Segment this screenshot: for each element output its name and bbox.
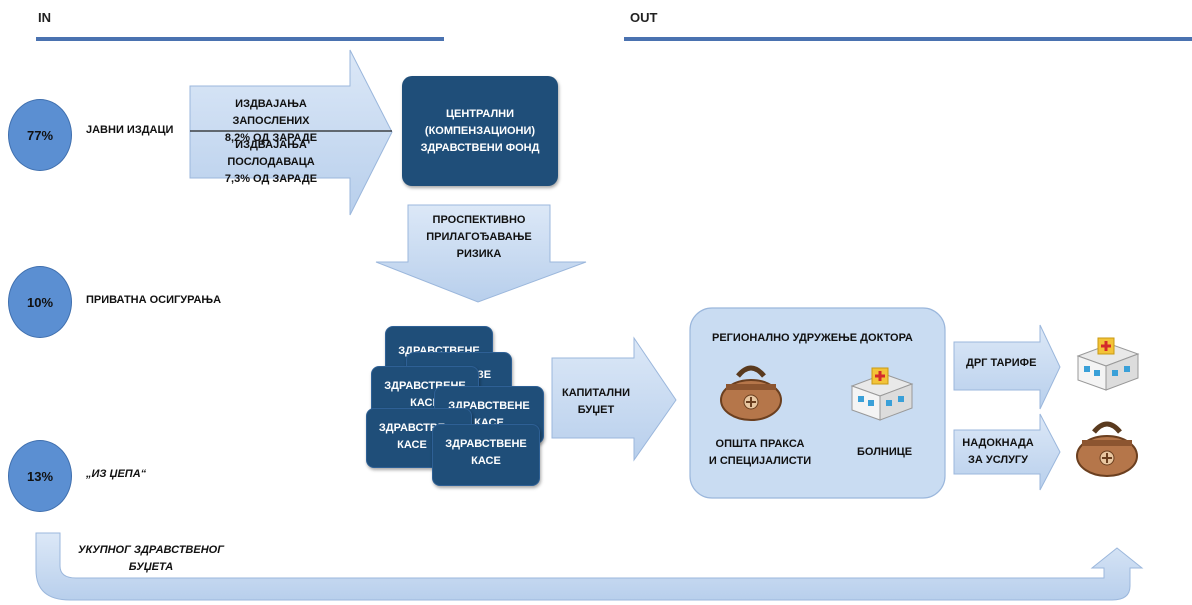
source-percent: 13% bbox=[26, 468, 54, 484]
source-label-private: ПРИВАТНА ОСИГУРАЊА bbox=[86, 294, 222, 306]
total-line1: УКУПНОГ ЗДРАВСТВЕНОГ bbox=[78, 544, 224, 556]
risk-adjustment-label: ПРОСПЕКТИВНО ПРИЛАГОЂАВАЊЕ РИЗИКА bbox=[410, 212, 548, 263]
risk-adjust-line3: РИЗИКА bbox=[456, 248, 502, 260]
health-fund-line2: ЗЕ bbox=[476, 369, 492, 381]
employer-contribution-line1: ИЗДВАЈАЊА ПОСЛОДАВАЦА bbox=[227, 139, 315, 168]
source-circle-pocket: 13% bbox=[8, 440, 72, 512]
regional-title: РЕГИОНАЛНО УДРУЖЕЊЕ ДОКТОРА bbox=[712, 332, 913, 344]
central-fund-box: ЦЕНТРАЛНИ (КОМПЕНЗАЦИОНИ) ЗДРАВСТВЕНИ ФО… bbox=[402, 76, 558, 186]
employee-contribution: ИЗДВАЈАЊА ЗАПОСЛЕНИХ 8,2% ОД ЗАРАДЕ bbox=[196, 96, 346, 147]
health-fund-line1: ЗДРАВСТВЕНЕ bbox=[445, 438, 527, 450]
medical-bag-icon bbox=[1076, 421, 1138, 477]
risk-arrow bbox=[375, 204, 587, 303]
fee-line2: ЗА УСЛУГУ bbox=[967, 454, 1029, 466]
health-fund-line2: КАСЕ bbox=[410, 397, 440, 409]
central-fund-line2: (КОМПЕНЗАЦИОНИ) bbox=[424, 124, 536, 137]
gp-line2: И СПЕЦИЈАЛИСТИ bbox=[708, 455, 812, 467]
drg-arrow bbox=[953, 324, 1061, 410]
capital-budget-label: КАПИТАЛНИ БУЏЕТ bbox=[556, 385, 636, 419]
contribution-arrow bbox=[189, 49, 393, 216]
fee-for-service-label: НАДОКНАДА ЗА УСЛУГУ bbox=[956, 435, 1040, 469]
in-header: IN bbox=[38, 10, 51, 25]
central-fund-line3: ЗДРАВСТВЕНИ ФОНД bbox=[420, 141, 540, 154]
health-fund-line2: КАСЕ bbox=[397, 439, 427, 451]
gp-specialists-label: ОПШТА ПРАКСА И СПЕЦИЈАЛИСТИ bbox=[700, 436, 820, 470]
fee-arrow bbox=[953, 413, 1061, 491]
capital-budget-line1: КАПИТАЛНИ bbox=[562, 387, 630, 399]
source-percent: 10% bbox=[26, 294, 54, 310]
risk-adjust-line1: ПРОСПЕКТИВНО bbox=[432, 214, 526, 226]
fee-line1: НАДОКНАДА bbox=[962, 437, 1034, 449]
health-fund-line2: КАСЕ bbox=[471, 455, 501, 467]
gp-line1: ОПШТА ПРАКСА bbox=[715, 438, 805, 450]
health-fund-card: ЗДРАВСТВЕНЕ КАСЕ bbox=[432, 424, 540, 486]
hospitals-label: БОЛНИЦЕ bbox=[857, 446, 913, 458]
capital-arrow bbox=[551, 336, 677, 462]
out-header: OUT bbox=[630, 10, 658, 25]
drg-label: ДРГ ТАРИФЕ bbox=[966, 357, 1037, 369]
risk-adjust-line2: ПРИЛАГОЂАВАЊЕ bbox=[426, 231, 532, 243]
employer-contribution: ИЗДВАЈАЊА ПОСЛОДАВАЦА 7,3% ОД ЗАРАДЕ bbox=[196, 137, 346, 188]
source-circle-public: 77% bbox=[8, 99, 72, 171]
total-budget-arrow bbox=[35, 532, 1144, 601]
source-label-pocket: „ИЗ ЏЕПА“ bbox=[86, 468, 147, 480]
hospital-icon bbox=[850, 367, 914, 421]
health-fund-line1: ЗДРАВСТВЕ bbox=[378, 422, 446, 434]
employee-contribution-line1: ИЗДВАЈАЊА ЗАПОСЛЕНИХ bbox=[232, 98, 310, 127]
total-budget-label: УКУПНОГ ЗДРАВСТВЕНОГ БУЏЕТА bbox=[76, 542, 226, 576]
employer-contribution-line2: 7,3% ОД ЗАРАДЕ bbox=[224, 173, 318, 185]
central-fund-line1: ЦЕНТРАЛНИ bbox=[445, 107, 515, 120]
employee-contribution-line2: 8,2% ОД ЗАРАДЕ bbox=[224, 132, 318, 144]
in-divider bbox=[36, 37, 444, 41]
source-label-public: ЈАВНИ ИЗДАЦИ bbox=[86, 124, 174, 136]
source-circle-private: 10% bbox=[8, 266, 72, 338]
total-line2: БУЏЕТА bbox=[128, 561, 174, 573]
medical-bag-icon bbox=[720, 365, 782, 421]
hospital-icon bbox=[1076, 337, 1140, 391]
out-divider bbox=[624, 37, 1192, 41]
regional-panel bbox=[689, 307, 946, 499]
source-percent: 77% bbox=[26, 127, 54, 143]
capital-budget-line2: БУЏЕТ bbox=[577, 404, 615, 416]
